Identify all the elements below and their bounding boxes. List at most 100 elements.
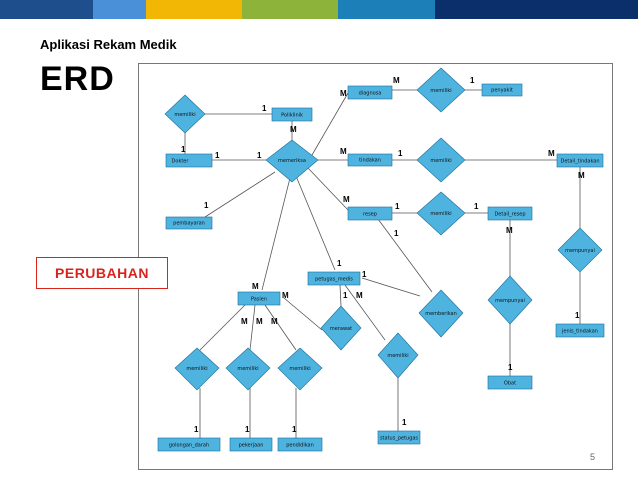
- rel-memiliki-tindakan: [416, 137, 466, 183]
- label-pekerjaan: pekerjaan: [239, 443, 264, 449]
- label-jenis-tindakan: jenis_tindakan: [561, 329, 598, 335]
- rel-memberikan: [418, 289, 464, 338]
- ent-detail-tindakan: [556, 153, 604, 168]
- card-resep-m: M: [343, 195, 350, 204]
- ent-tindakan: [347, 153, 393, 167]
- ent-pasien: [237, 291, 281, 306]
- rel-memiliki-resep: [416, 191, 466, 236]
- label-diagnosa: diagnosa: [359, 91, 382, 97]
- card-pek-1: 1: [245, 425, 250, 434]
- connector-lines: [184, 89, 581, 438]
- rel-mempunyai-tindakan: [557, 227, 603, 273]
- card-petugas-memberikan-1: 1: [362, 270, 367, 279]
- erd-frame: [138, 63, 613, 470]
- label-rel-merawat: merawat: [330, 326, 352, 332]
- card-tindakan-m: M: [340, 147, 347, 156]
- card-obat-1: 1: [508, 363, 513, 372]
- card-dokter-1: 1: [181, 145, 186, 154]
- card-diagnosa-m: M: [340, 89, 347, 98]
- stripe-2: [93, 0, 146, 19]
- label-rel-memiliki-diag-penyakit: memiliki: [430, 88, 451, 94]
- card-detail-tindakan-m: M: [548, 149, 555, 158]
- label-tindakan: tindakan: [359, 158, 381, 164]
- label-pendidikan: pendidikan: [286, 443, 314, 449]
- label-status-petugas: status_petugas: [380, 436, 418, 442]
- rel-memiliki-status: [377, 332, 419, 379]
- entity-boxes: [157, 83, 605, 452]
- ent-petugas-medis: [307, 271, 361, 286]
- ent-jenis-tindakan: [555, 323, 605, 338]
- label-rel-memiliki-tindakan: memiliki: [430, 158, 451, 164]
- label-rel-mempunyai-obat: mempunyai: [495, 298, 525, 304]
- rel-mempunyai-obat: [487, 275, 533, 325]
- label-rel-memiliki-dokter-poli: memiliki: [174, 112, 195, 118]
- relationship-labels: memiliki memiliki memeriksa memiliki mem…: [174, 88, 595, 372]
- card-pasien-merawat-m: M: [282, 291, 289, 300]
- label-rel-mempunyai-tindakan: mempunyai: [565, 248, 595, 254]
- ent-pendidikan: [277, 437, 323, 452]
- card-jenis-tindakan-1: 1: [575, 311, 580, 320]
- ent-obat: [487, 375, 533, 390]
- stripe-4: [242, 0, 338, 19]
- page-title: ERD: [40, 60, 115, 98]
- label-obat: Obat: [504, 381, 516, 387]
- rel-memiliki-diag-penyakit: [416, 67, 466, 113]
- card-gol-1: 1: [194, 425, 199, 434]
- label-rel-memiliki-resep: memiliki: [430, 211, 451, 217]
- card-detail-resep-m: M: [506, 226, 513, 235]
- stripe-5: [338, 0, 435, 19]
- ent-pekerjaan: [229, 437, 273, 452]
- label-rel-memiliki-pend: memiliki: [289, 366, 310, 372]
- rel-memeriksa: [265, 139, 319, 183]
- cardinality-labels: 1 M 1 1 1 M M 1 M 1 M M 1 M 1 1 M 1 1 1 …: [181, 76, 585, 434]
- app-subtitle: Aplikasi Rekam Medik: [40, 37, 177, 52]
- card-detail-resep-1: 1: [474, 202, 479, 211]
- card-petugas-merawat-1: 1: [343, 291, 348, 300]
- ent-poliklinik: [271, 107, 313, 122]
- ent-status-petugas: [377, 430, 421, 445]
- card-petugas-1: 1: [337, 259, 342, 268]
- label-penyakit: penyakit: [491, 88, 513, 94]
- ent-penyakit: [481, 83, 523, 97]
- rel-memiliki-pend: [277, 347, 323, 391]
- label-rel-memiliki-gol: memiliki: [186, 366, 207, 372]
- ent-dokter: [165, 153, 213, 168]
- card-penyakit-1: 1: [470, 76, 475, 85]
- label-dokter: Dokter: [172, 159, 190, 165]
- card-dokter-memeriksa-1: 1: [215, 151, 220, 160]
- perubahan-badge: PERUBAHAN: [36, 257, 168, 289]
- stripe-1: [0, 0, 93, 19]
- label-resep: resep: [363, 212, 377, 218]
- header-stripe: [0, 0, 638, 19]
- card-detail-tindakan-m2: M: [578, 171, 585, 180]
- card-pembayaran-1: 1: [204, 201, 209, 210]
- label-pembayaran: pembayaran: [173, 221, 205, 227]
- label-detail-tindakan: Detail_tindakan: [560, 159, 599, 165]
- ent-resep: [347, 206, 393, 221]
- label-golongan-darah: golongan_darah: [169, 443, 209, 449]
- label-rel-memiliki-pek: memiliki: [237, 366, 258, 372]
- card-tindakan-1: 1: [398, 149, 403, 158]
- stripe-6: [435, 0, 638, 19]
- ent-diagnosa: [347, 85, 393, 100]
- card-resep-1: 1: [395, 202, 400, 211]
- card-pasien-m: M: [252, 282, 259, 291]
- card-status-1: 1: [402, 418, 407, 427]
- card-pasien-pek-m: M: [256, 317, 263, 326]
- card-poli-1: 1: [262, 104, 267, 113]
- card-poli-m: M: [290, 125, 297, 134]
- rel-merawat: [320, 305, 362, 351]
- label-rel-memberikan: memberikan: [425, 311, 457, 317]
- rel-memiliki-gol: [174, 347, 220, 391]
- label-rel-memiliki-status: memiliki: [387, 353, 408, 359]
- label-petugas-medis: petugas_medis: [315, 277, 353, 283]
- label-poliklinik: Poliklinik: [281, 113, 303, 119]
- ent-detail-resep: [487, 206, 533, 221]
- page-number: 5: [590, 452, 596, 462]
- card-pend-1: 1: [292, 425, 297, 434]
- stripe-3: [146, 0, 242, 19]
- card-pasien-pend-m: M: [271, 317, 278, 326]
- ent-golongan-darah: [157, 437, 221, 452]
- card-diagnosa-m2: M: [393, 76, 400, 85]
